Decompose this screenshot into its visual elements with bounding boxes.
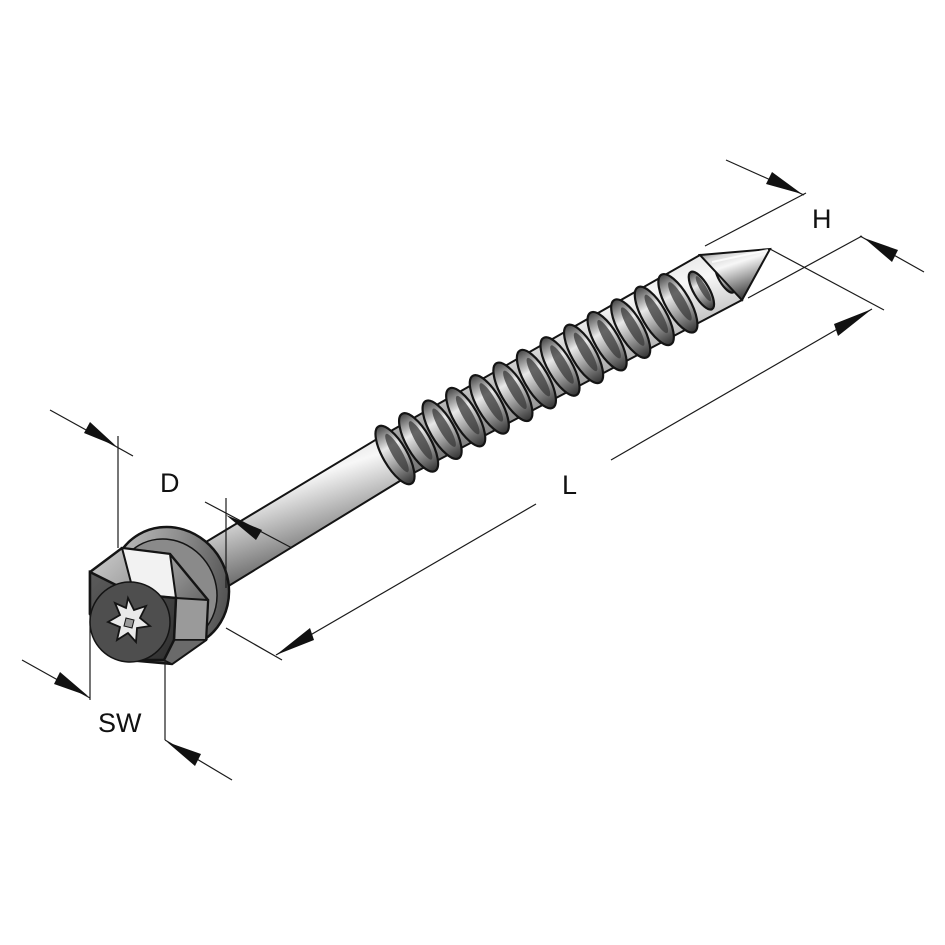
thread-root [695,276,712,302]
thread-root [479,383,504,422]
thread-root [526,357,551,397]
dimension-annotations: L D SW H [21,159,925,781]
diameter-label: D [160,468,180,498]
thread-root [597,319,621,359]
wrench-arrow-right [167,742,201,766]
thread-root [408,421,433,460]
diameter-arrow [226,515,262,540]
screw-body [88,247,772,666]
length-arrow-end [834,309,872,336]
wrench-arrow-left [54,672,88,696]
thread-root [503,370,527,410]
dimension-wrench-size: SW [21,409,233,781]
dimension-thread-height: H [704,159,925,299]
thread-height-label: H [812,204,832,234]
wrench-size-label: SW [98,708,142,738]
thread-root [432,408,456,447]
thread-root [573,332,598,372]
thread-root [455,395,480,435]
thread-root [644,294,669,334]
screw-shank [194,434,410,592]
wrench-top-arrow [84,422,116,446]
thread-root [550,345,574,384]
length-label: L [562,470,577,500]
thread-root [620,307,645,346]
length-arrow-start [276,628,314,655]
dimension-diameter: D [160,468,293,588]
thread-arrow-bottom [864,238,898,262]
thread-arrow-top [766,172,802,194]
screw-threads [374,262,736,486]
thread-root [385,433,409,473]
dimension-length: L [225,248,885,661]
thread-root [668,282,692,321]
